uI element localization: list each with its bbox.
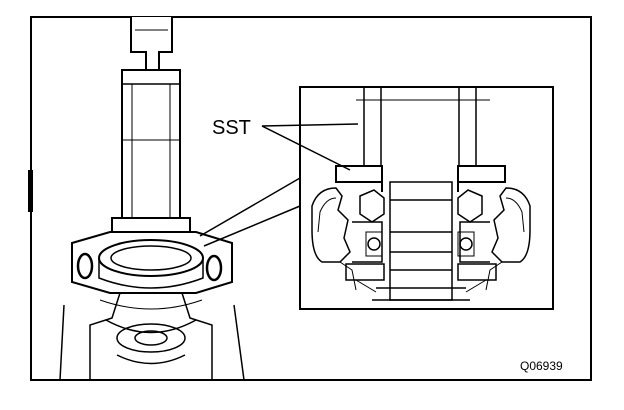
figure-code: Q06939 bbox=[520, 359, 563, 373]
sst-pointer-lines bbox=[261, 123, 359, 171]
sst-pipe bbox=[121, 69, 181, 221]
mounting-hole-right bbox=[205, 254, 223, 282]
bearing-ball-right bbox=[459, 237, 473, 251]
press-ram bbox=[130, 17, 173, 71]
detail-inset bbox=[299, 86, 554, 310]
sst-label: SST bbox=[212, 117, 251, 139]
sst-tube-section bbox=[356, 87, 490, 175]
bearing-housing bbox=[71, 231, 233, 294]
frame-left-marker bbox=[28, 170, 33, 212]
press-assembly bbox=[59, 17, 245, 381]
propeller-shaft bbox=[59, 292, 245, 381]
bearing-ball-left bbox=[367, 237, 381, 251]
sst-press-lips bbox=[335, 165, 506, 192]
shaft-section bbox=[372, 181, 470, 301]
mounting-hole-left bbox=[76, 252, 94, 280]
rubber-cushion-left bbox=[311, 187, 357, 291]
zoom-leader-lines bbox=[199, 177, 301, 247]
rubber-cushion-right bbox=[485, 187, 531, 291]
